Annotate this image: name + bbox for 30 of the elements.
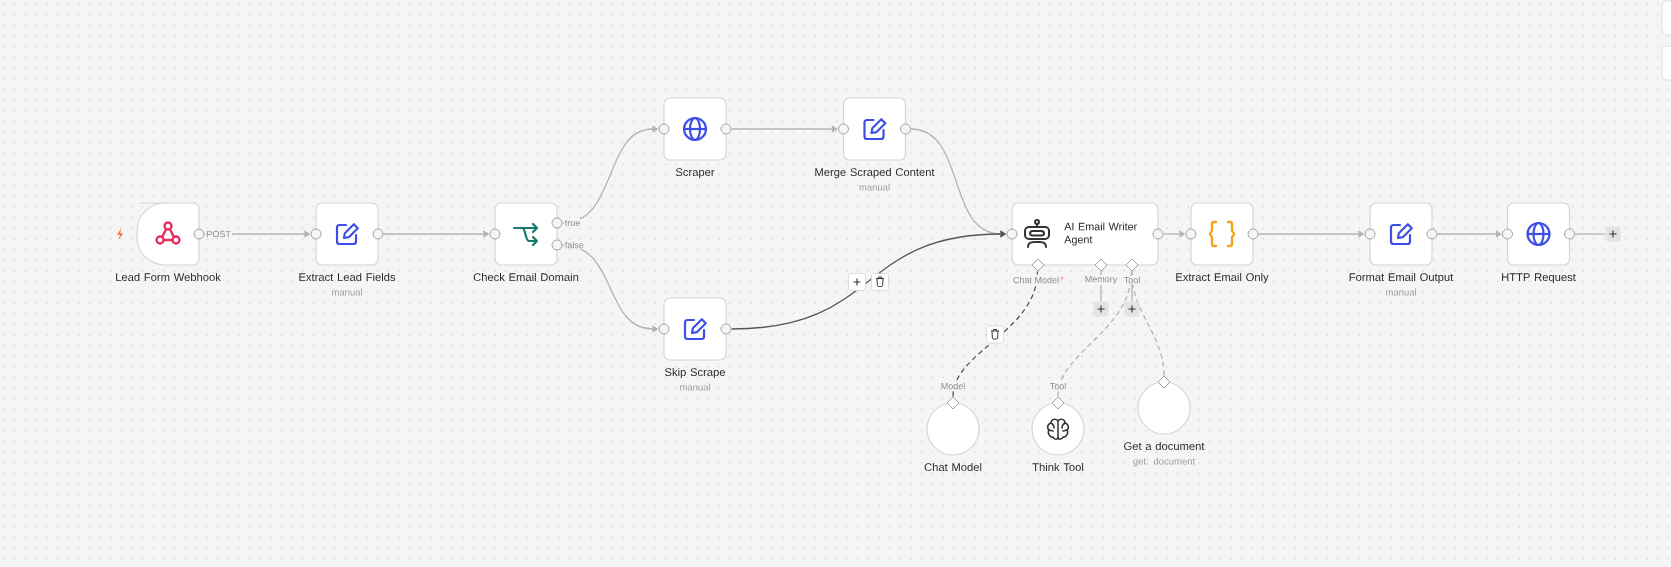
edge-label: POST <box>205 229 232 239</box>
node-title: Extract Lead Fields <box>299 272 396 282</box>
edge-label: true <box>563 219 582 227</box>
node-title: Get a document <box>1124 441 1205 451</box>
node-title: Skip Scrape <box>665 367 725 379</box>
node-title: Think Tool <box>1032 462 1084 472</box>
node-title: HTTP Request <box>1502 273 1576 284</box>
node-title: Extract Email Only <box>1176 272 1269 284</box>
agent-box: AI Email Writer Agent <box>1011 202 1159 266</box>
node-subtitle: manual <box>332 288 362 296</box>
connector <box>1436 230 1502 238</box>
port-label: Tool <box>1048 381 1068 391</box>
port-label: Model <box>939 381 967 391</box>
node-subtitle: manual <box>1386 288 1416 296</box>
node-subtitle: get: document <box>1133 457 1196 467</box>
node-subtitle: manual <box>680 383 710 391</box>
edge-label: false <box>563 240 585 250</box>
required-mark: * <box>1060 276 1064 280</box>
port-label: Memory <box>1083 274 1119 285</box>
node-title: Scraper <box>675 168 715 179</box>
port-label: Tool <box>1122 275 1142 285</box>
connector <box>952 270 1039 398</box>
node-title: Chat Model <box>924 462 982 472</box>
port-label: Chat Model <box>1012 275 1060 285</box>
connector <box>730 125 838 133</box>
node-title: Lead Form Webhook <box>116 272 221 282</box>
node-subtitle: manual <box>859 183 890 191</box>
node-title: Merge Scraped Content <box>815 167 935 179</box>
node-title: Format Email Output <box>1349 272 1454 284</box>
node-title: Check Email Domain <box>473 272 579 282</box>
